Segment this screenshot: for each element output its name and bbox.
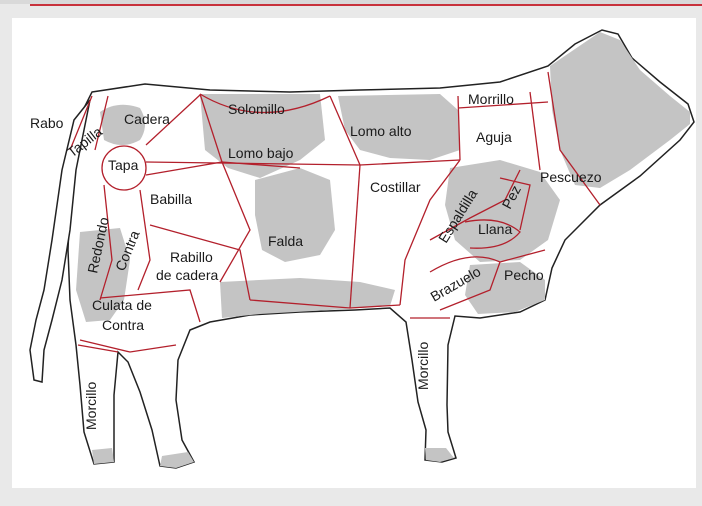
label-lomo-alto: Lomo alto — [350, 123, 412, 139]
label-tapa: Tapa — [108, 157, 139, 173]
label-solomillo: Solomillo — [228, 101, 285, 117]
label-morrillo: Morrillo — [468, 91, 514, 107]
label-aguja: Aguja — [476, 129, 512, 145]
label-costillar: Costillar — [370, 179, 421, 195]
label-cadera: Cadera — [124, 111, 170, 127]
label-morcillo-front: Morcillo — [415, 342, 431, 390]
label-culata-line1: Culata de — [92, 297, 152, 313]
label-lomo-bajo: Lomo bajo — [228, 145, 294, 161]
label-rabillo-line1: Rabillo — [170, 249, 213, 265]
label-pecho: Pecho — [504, 267, 544, 283]
label-pescuezo: Pescuezo — [540, 169, 602, 185]
label-llana: Llana — [478, 221, 512, 237]
label-morcillo-rear: Morcillo — [83, 382, 99, 430]
label-rabo: Rabo — [30, 115, 64, 131]
label-rabillo-line2: de cadera — [156, 267, 218, 283]
patch-back-hoof — [92, 448, 114, 464]
label-falda: Falda — [268, 233, 303, 249]
label-culata-line2: Contra — [102, 317, 144, 333]
label-babilla: Babilla — [150, 191, 192, 207]
